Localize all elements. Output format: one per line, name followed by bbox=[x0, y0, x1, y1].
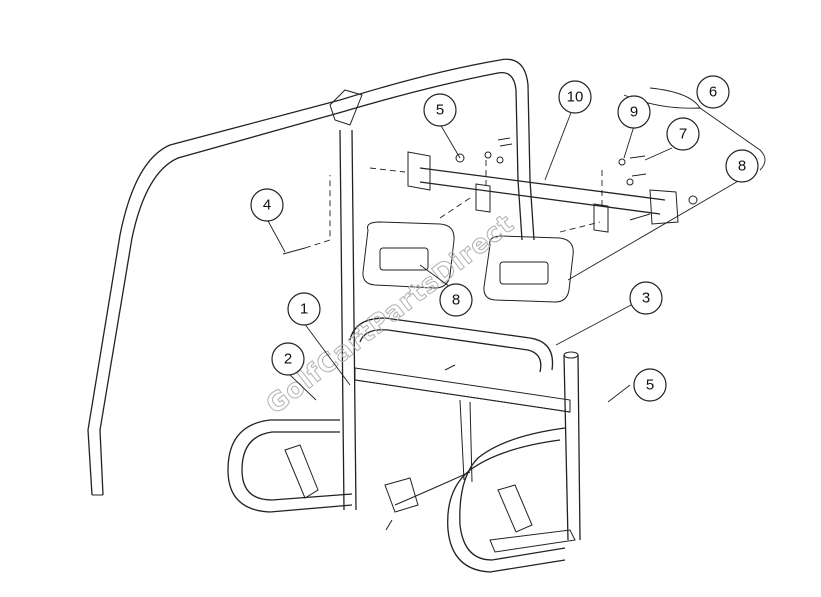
headrest-bar bbox=[407, 151, 679, 233]
callout-4: 4 bbox=[250, 188, 284, 222]
svg-text:5: 5 bbox=[436, 102, 444, 119]
grab-handle bbox=[349, 317, 554, 373]
callout-5-bottom: 5 bbox=[633, 368, 667, 402]
headrest-left bbox=[362, 197, 471, 289]
callout-7: 7 bbox=[666, 117, 700, 151]
right-upright bbox=[563, 351, 581, 541]
callout-3: 3 bbox=[629, 281, 663, 315]
svg-text:5: 5 bbox=[646, 377, 654, 394]
callout-10: 10 bbox=[558, 80, 592, 114]
svg-text:7: 7 bbox=[679, 126, 687, 143]
rear-posts bbox=[339, 129, 535, 511]
svg-text:10: 10 bbox=[567, 89, 584, 106]
svg-text:6: 6 bbox=[709, 84, 717, 101]
hardware bbox=[282, 137, 698, 255]
svg-text:4: 4 bbox=[263, 197, 271, 214]
callout-5-top: 5 bbox=[423, 93, 457, 127]
roof-support-tube bbox=[87, 58, 531, 496]
svg-text:3: 3 bbox=[642, 290, 650, 307]
callout-9: 9 bbox=[617, 95, 651, 129]
callout-1: 1 bbox=[287, 292, 321, 326]
right-hip-restraint bbox=[447, 427, 576, 573]
seat-belt-buckles bbox=[284, 444, 533, 533]
left-hip-restraint bbox=[227, 419, 353, 513]
callout-2: 2 bbox=[271, 342, 305, 376]
callout-8-left: 8 bbox=[439, 283, 473, 317]
svg-text:8: 8 bbox=[738, 158, 746, 175]
callout-8-right: 8 bbox=[725, 149, 759, 183]
svg-text:2: 2 bbox=[284, 351, 292, 368]
headrest-right bbox=[483, 221, 601, 303]
svg-text:9: 9 bbox=[630, 104, 638, 121]
seat-back-crossbar bbox=[354, 364, 571, 413]
callout-6: 6 bbox=[696, 75, 730, 109]
svg-text:1: 1 bbox=[300, 301, 308, 318]
svg-text:8: 8 bbox=[452, 292, 460, 309]
